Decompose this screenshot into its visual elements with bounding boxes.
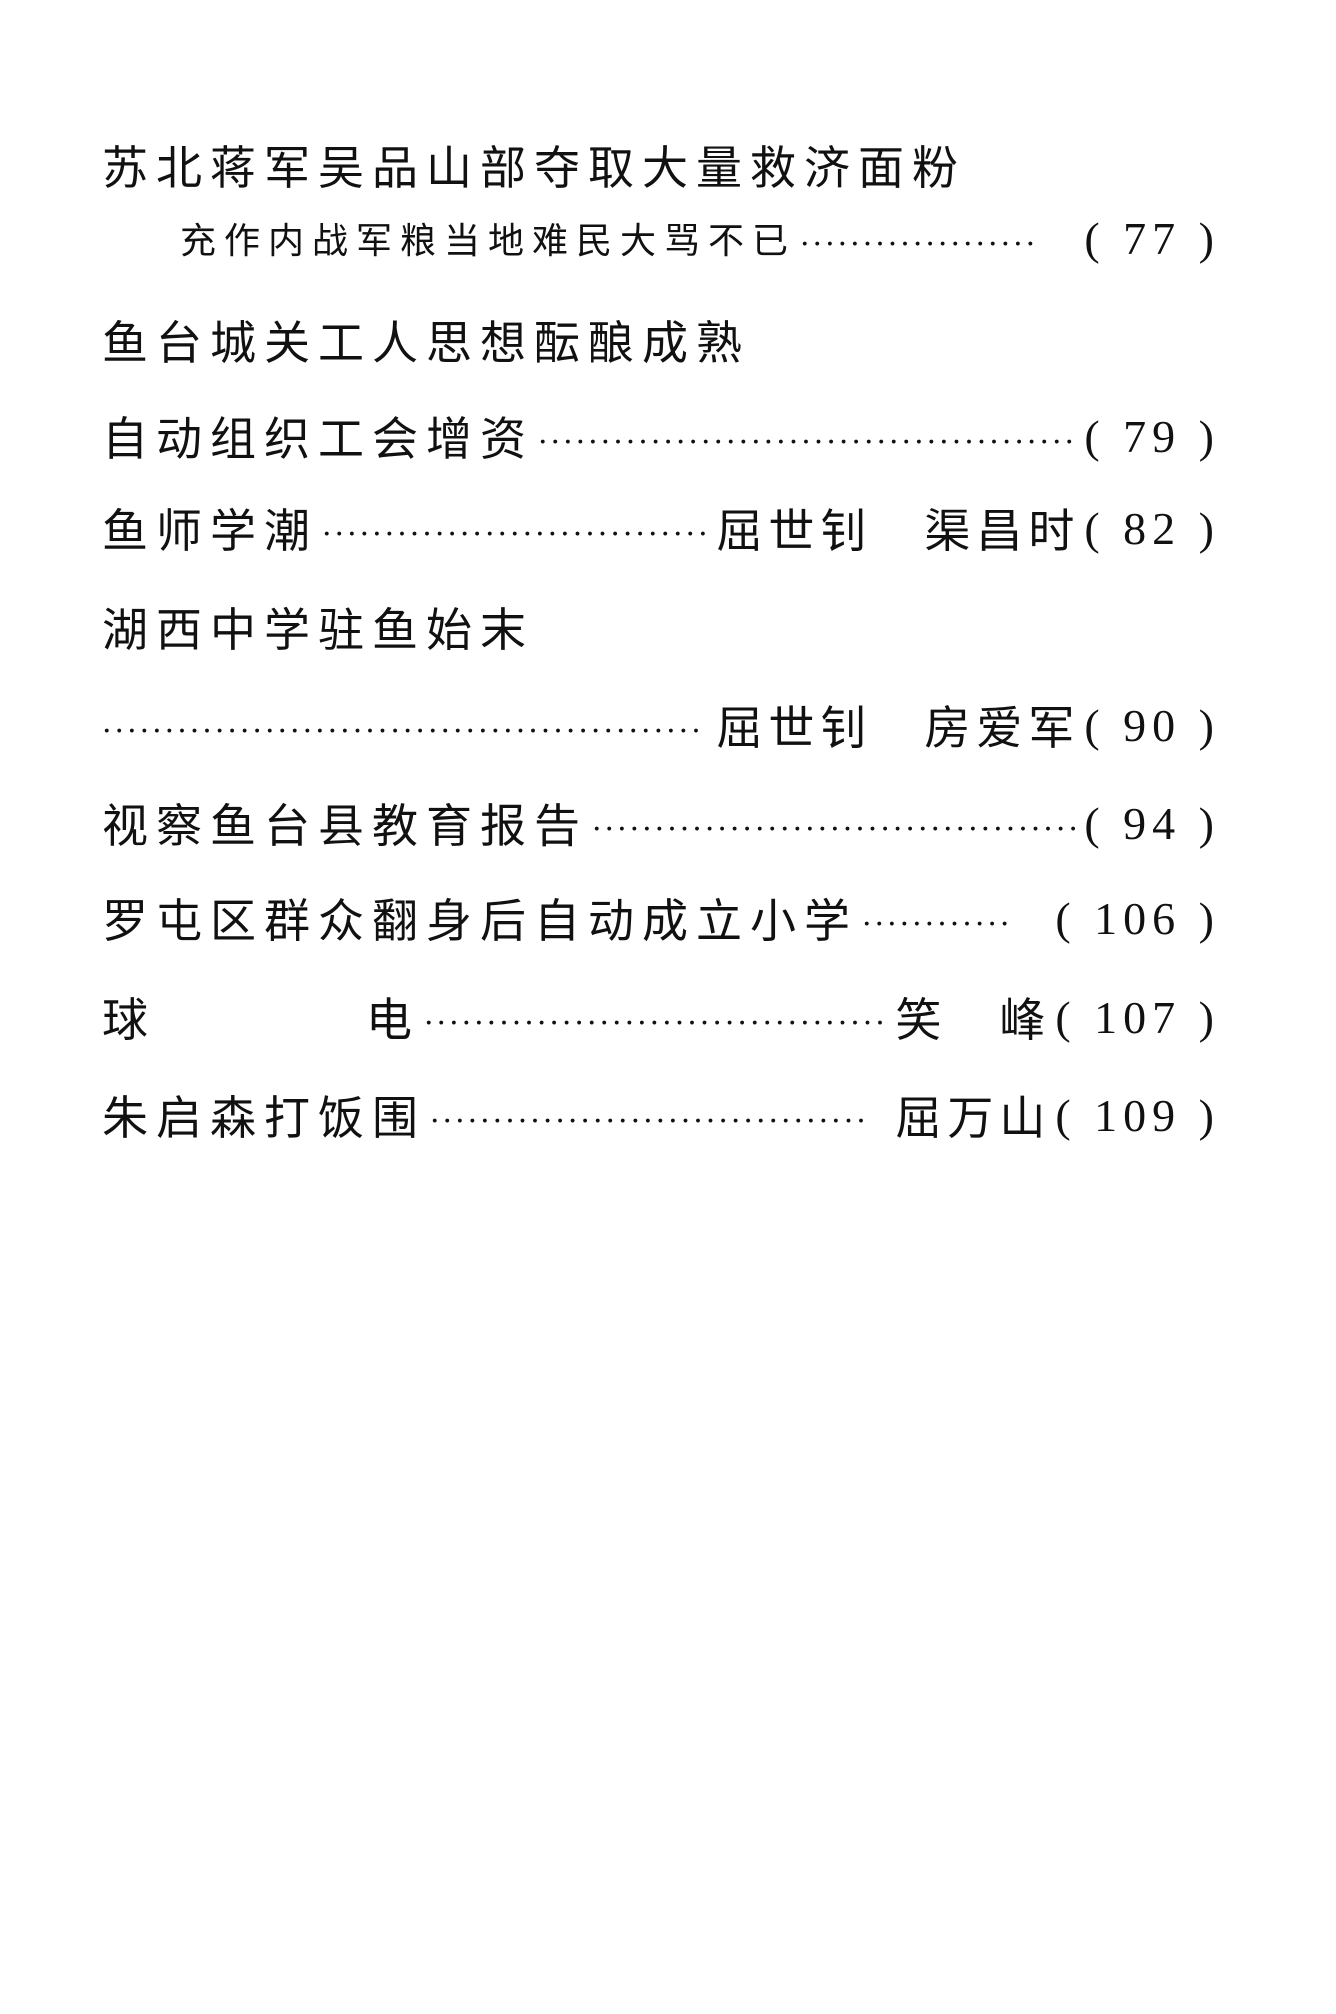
entry-title: 鱼台城关工人思想酝酿成熟 [102,316,750,370]
entry-title: 朱启森打饭围 [102,1091,426,1145]
page-number: ( 109 ) [1055,1089,1220,1141]
dot-leader [538,425,1076,460]
toc-entry: 朱启森打饭围 屈万山 ( 109 ) [102,1083,1220,1147]
entry-title-part-2: 电 [366,993,420,1047]
entry-author: 笑 峰 [895,993,1052,1047]
page-number: ( 77 ) [1084,212,1220,264]
dot-leader [102,714,706,749]
toc-entry: 视察鱼台县教育报告 ( 94 ) [102,791,1220,855]
entry-author: 屈万山 [895,1091,1052,1145]
dot-leader [800,227,1040,262]
entry-subtitle-line: 充作内战军粮当地难民大骂不已 ( 77 ) [180,206,1220,270]
entry-subtitle: 自动组织工会增资 [102,412,534,466]
page-number: ( 107 ) [1055,991,1220,1043]
entry-subtitle-line: 自动组织工会增资 ( 79 ) [102,404,1220,468]
dot-leader [322,517,706,552]
entry-title: 湖西中学驻鱼始末 [102,603,534,657]
toc-entry: 球 电 笑 峰 ( 107 ) [102,985,1220,1049]
entry-title: 苏北蒋军吴品山部夺取大量救济面粉 [102,141,966,195]
dot-leader [424,1006,885,1041]
toc-entry: 罗屯区群众翻身后自动成立小学 ( 106 ) [102,886,1220,950]
entry-author: 屈世钊 渠昌时 [716,504,1081,558]
entry-title-part-1: 球 [102,993,156,1047]
entry-title: 视察鱼台县教育报告 [102,799,588,853]
entry-author-line: 屈世钊 房爱军 ( 90 ) [102,693,1220,757]
dot-leader [592,812,1076,847]
page-number: ( 94 ) [1084,797,1220,849]
entry-title-line: 鱼台城关工人思想酝酿成熟 [102,308,1220,372]
page-number: ( 82 ) [1084,502,1220,554]
dot-leader [862,907,1012,942]
page-number: ( 106 ) [1055,892,1220,944]
page-number: ( 79 ) [1084,410,1220,462]
toc-entry: 鱼师学潮 屈世钊 渠昌时 ( 82 ) [102,496,1220,560]
entry-subtitle: 充作内战军粮当地难民大骂不已 [180,221,797,262]
entry-title: 鱼师学潮 [102,504,318,558]
page-number: ( 90 ) [1084,699,1220,751]
entry-author: 屈世钊 房爱军 [716,701,1081,755]
entry-title-line: 苏北蒋军吴品山部夺取大量救济面粉 [102,133,1220,197]
entry-title-line: 湖西中学驻鱼始末 [102,595,1220,659]
dot-leader [430,1104,871,1139]
entry-title: 罗屯区群众翻身后自动成立小学 [102,894,858,948]
